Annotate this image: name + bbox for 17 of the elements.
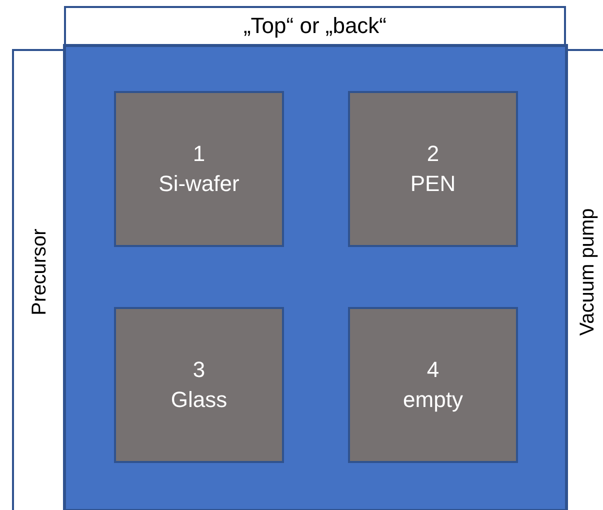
- position-number: 2: [426, 140, 440, 168]
- sample-name: empty: [403, 386, 463, 414]
- sample-name: PEN: [410, 170, 456, 198]
- sample-holder: [63, 44, 568, 510]
- position-number: 1: [192, 140, 206, 168]
- inlet-label: Precursor: [28, 228, 52, 316]
- top-side-box: [64, 6, 566, 46]
- sample-name: Glass: [170, 386, 228, 414]
- position-number: 4: [426, 356, 440, 384]
- sample-square: [348, 307, 518, 463]
- position-number: 3: [192, 356, 206, 384]
- outlet-label: Vacuum pump: [576, 208, 600, 336]
- sample-name: Si-wafer: [158, 170, 240, 198]
- side-label: „Top“ or „back“: [243, 13, 387, 39]
- sample-square: [114, 91, 284, 247]
- sample-square: [348, 91, 518, 247]
- sample-square: [114, 307, 284, 463]
